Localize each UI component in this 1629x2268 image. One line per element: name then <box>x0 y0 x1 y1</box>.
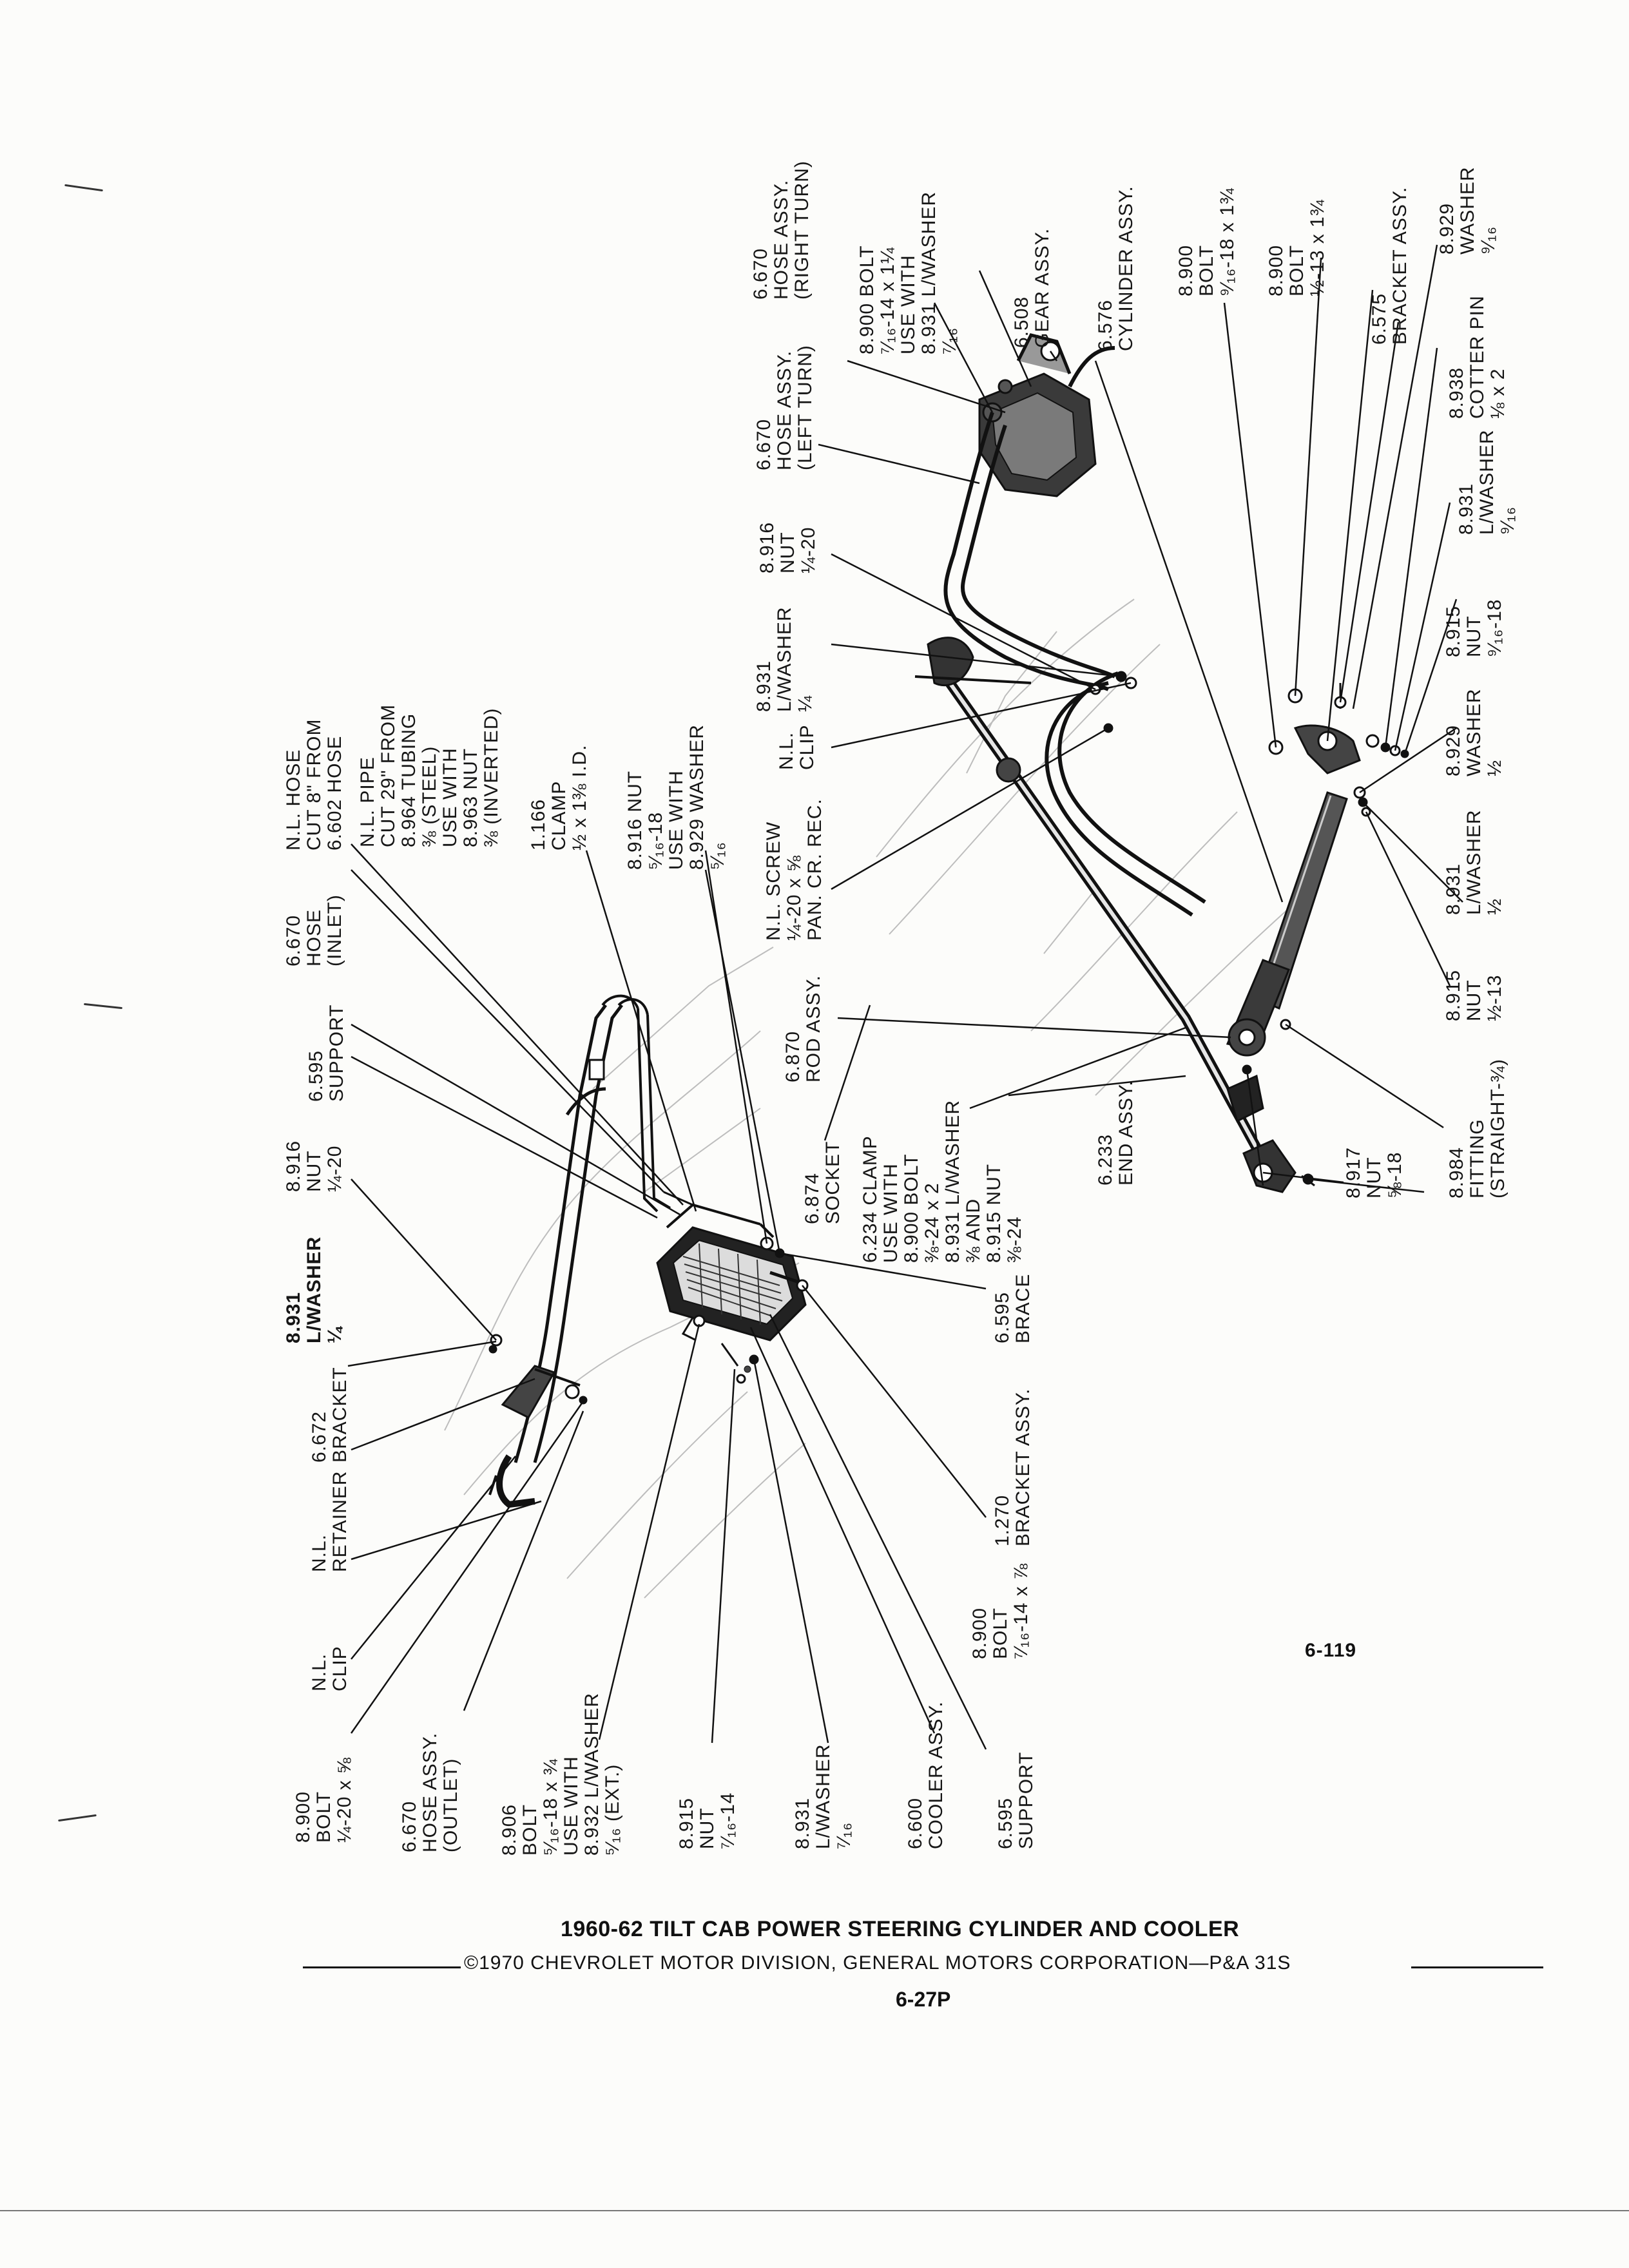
callout-cooler-assy: 6.600 COOLER ASSY. <box>905 1701 947 1849</box>
callout-nl-hose: N.L. HOSE CUT 8" FROM 6.602 HOSE <box>283 718 345 850</box>
leader-lines <box>347 244 1463 1750</box>
callout-nl-pipe: N.L. PIPE CUT 29" FROM 8.964 TUBING ⅜ (S… <box>357 704 502 847</box>
tie-rod-end <box>1242 1139 1315 1193</box>
callout-cylinder-assy: 6.576 CYLINDER ASSY. <box>1095 186 1137 351</box>
figure-number: 6-119 <box>1305 1640 1357 1661</box>
callout-bracket-assy-6575: 6.575 BRACKET ASSY. <box>1369 186 1411 345</box>
callout-lwasher-8931-9-16: 8.931 L/WASHER ⁹⁄₁₆ <box>1456 429 1518 535</box>
callout-hose-left-turn: 6.670 HOSE ASSY. (LEFT TURN) <box>753 345 816 470</box>
callout-brace-6595: 6.595 BRACE <box>992 1273 1034 1343</box>
caption-rule-left <box>303 1966 461 1968</box>
callout-nut-8917: 8.917 NUT ⅝-18 <box>1343 1146 1405 1198</box>
callout-gear-assy: 6.508 GEAR ASSY. <box>1011 227 1053 348</box>
callout-lwasher-8931-quarter-left: 8.931 L/WASHER ¼ <box>283 1236 345 1343</box>
callout-retainer: N.L. RETAINER <box>309 1470 351 1572</box>
callout-nut-8915-7-16: 8.915 NUT ⁷⁄₁₆-14 <box>676 1792 738 1849</box>
callout-clip-right: N.L. CLIP <box>776 724 818 770</box>
callout-hose-inlet: 6.670 HOSE (INLET) <box>283 894 345 966</box>
callout-nl-screw: N.L. SCREW ¼-20 x ⅝ PAN. CR. REC. <box>763 798 825 941</box>
callout-washer-8929-half: 8.929 WASHER ½ <box>1443 688 1505 776</box>
page-caption: 1960-62 TILT CAB POWER STEERING CYLINDER… <box>561 1917 1240 1941</box>
callout-nut-8916-5-16: 8.916 NUT ⁵⁄₁₆-18 USE WITH 8.929 WASHER … <box>624 724 728 870</box>
callout-bolt-8900-half: 8.900 BOLT ½-13 x 1¾ <box>1266 199 1328 296</box>
callout-bolt-8900-7-16: 8.900 BOLT ⁷⁄₁₆-14 x ⅞ <box>969 1562 1032 1659</box>
steering-linkage-drawing <box>914 333 1409 1193</box>
chassis-sketch <box>444 599 1289 1599</box>
callout-nut-8916-left: 8.916 NUT ¼-20 <box>283 1140 345 1192</box>
copyright-line: ©1970 CHEVROLET MOTOR DIVISION, GENERAL … <box>464 1952 1291 1974</box>
callout-lwasher-8931-7-16: 8.931 L/WASHER ⁷⁄₁₆ <box>792 1744 854 1849</box>
callout-rod-assy: 6.870 ROD ASSY. <box>782 975 824 1082</box>
callout-lwasher-8931-half: 8.931 L/WASHER ½ <box>1443 809 1505 915</box>
callout-clamp-6234: 6.234 CLAMP USE WITH 8.900 BOLT ⅜-24 x 2… <box>860 1100 1025 1263</box>
cooler-core <box>656 1191 807 1341</box>
gear-housing <box>978 333 1115 497</box>
callout-nut-8915-9-16: 8.915 NUT ⁹⁄₁₆-18 <box>1443 599 1505 657</box>
callout-nut-8915-half: 8.915 NUT ½-13 <box>1443 969 1505 1021</box>
callout-support-6595-lower: 6.595 SUPPORT <box>995 1751 1037 1849</box>
cylinder-body <box>1226 791 1348 1057</box>
callout-bolt-8900-quarter: 8.900 BOLT ¼-20 x ⅝ <box>293 1756 355 1843</box>
callout-socket-6874: 6.874 SOCKET <box>802 1140 843 1224</box>
callout-cotter-pin: 8.938 COTTER PIN ⅛ x 2 <box>1446 295 1509 419</box>
callout-bracket-assy-1270: 1.270 BRACKET ASSY. <box>992 1388 1034 1546</box>
callout-bolt-8906: 8.906 BOLT ⁵⁄₁₆-18 x ¾ USE WITH 8.932 L/… <box>499 1693 623 1856</box>
cooler-assembly-drawing <box>488 994 809 1508</box>
callout-nut-8916-right: 8.916 NUT ¼-20 <box>757 521 819 573</box>
callout-bolt-8900-1-quarter: 8.900 BOLT ⁷⁄₁₆-14 x 1¼ USE WITH 8.931 L… <box>856 191 960 354</box>
callout-hose-right-turn: 6.670 HOSE ASSY. (RIGHT TURN) <box>750 160 813 300</box>
page-number: 6-27P <box>896 1988 951 2011</box>
callout-end-assy: 6.233 END ASSY. <box>1095 1080 1137 1186</box>
callout-washer-8929-9-16: 8.929 WASHER ⁹⁄₁₆ <box>1436 166 1499 255</box>
callout-clamp-1166: 1.166 CLAMP ½ x 1⅜ I.D. <box>528 744 590 850</box>
callout-bolt-8900-9-16: 8.900 BOLT ⁹⁄₁₆-18 x 1¾ <box>1175 187 1238 296</box>
caption-rule-right <box>1411 1966 1543 1968</box>
callout-hose-outlet: 6.670 HOSE ASSY. (OUTLET) <box>399 1732 461 1852</box>
callout-lwasher-8931-quarter-right: 8.931 L/WASHER ¼ <box>753 606 816 712</box>
scan-edge-line <box>0 2210 1629 2211</box>
callout-fitting-8984: 8.984 FITTING (STRAIGHT-¾) <box>1446 1058 1509 1198</box>
callout-bracket-6672: 6.672 BRACKET <box>309 1367 351 1463</box>
callout-support-6595-upper: 6.595 SUPPORT <box>305 1004 347 1102</box>
callout-clip-left: N.L. CLIP <box>309 1646 351 1691</box>
